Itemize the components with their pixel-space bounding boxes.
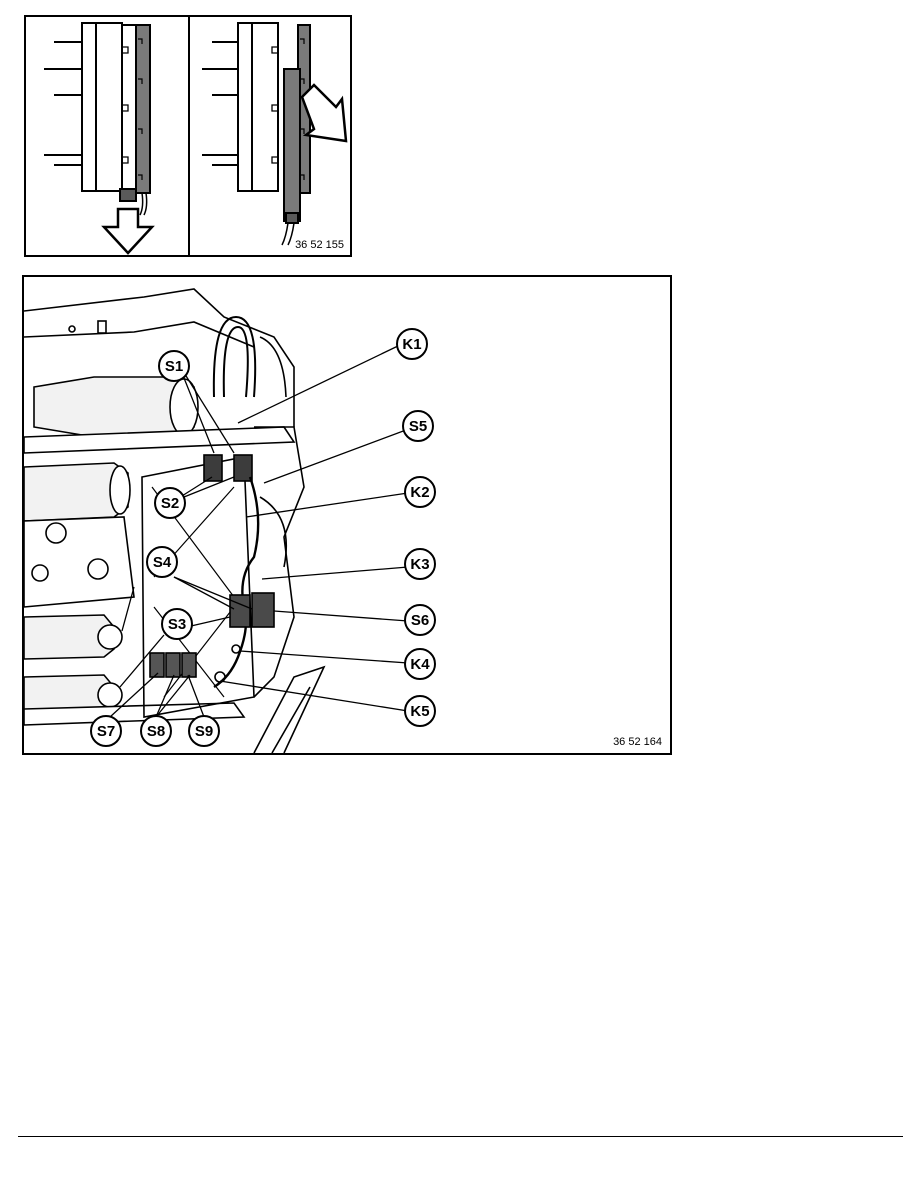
callout-s3: S3 [161,608,193,640]
seat-wiring-illustration [24,288,415,753]
callout-s7: S7 [90,715,122,747]
callout-s8: S8 [140,715,172,747]
figure-seat-wiring: K1 S1 S5 K2 S2 K3 S4 S6 S3 K4 K5 S7 S8 S… [22,275,672,755]
figure-connector-removal: 36 52 155 [24,15,352,257]
callout-s2: S2 [154,487,186,519]
connector-step-1 [44,22,155,255]
connector-step-2 [202,22,348,246]
footer-divider [18,1136,903,1137]
callout-k3: K3 [404,548,436,580]
connector-removal-illustration [44,17,348,255]
figure-reference-number: 36 52 164 [613,736,662,748]
callout-s9: S9 [188,715,220,747]
callout-s1: S1 [158,350,190,382]
callout-s5: S5 [402,410,434,442]
callout-s4: S4 [146,546,178,578]
figure-reference-number: 36 52 155 [295,239,344,251]
callout-k1: K1 [396,328,428,360]
callout-k5: K5 [404,695,436,727]
callout-k4: K4 [404,648,436,680]
callout-s6: S6 [404,604,436,636]
callout-k2: K2 [404,476,436,508]
